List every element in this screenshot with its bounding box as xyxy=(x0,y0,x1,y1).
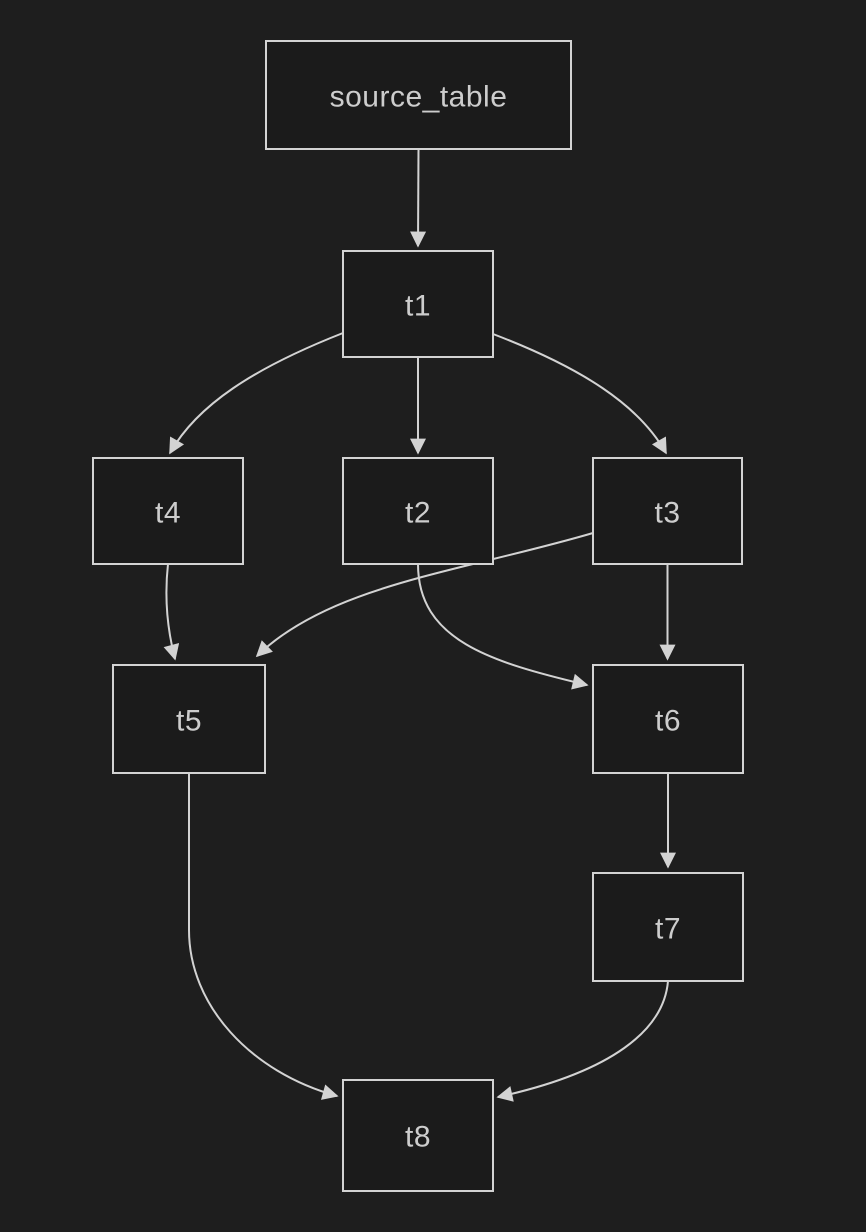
node-t2-box xyxy=(342,457,494,565)
node-t4-box xyxy=(92,457,244,565)
node-t2-label: t2 xyxy=(405,497,431,530)
node-t2[interactable]: t2 xyxy=(342,457,494,565)
node-t3-box xyxy=(592,457,743,565)
node-t4[interactable]: t4 xyxy=(92,457,244,565)
edge-source_table-t1 xyxy=(410,148,427,248)
node-t6[interactable]: t6 xyxy=(592,664,744,774)
node-t3[interactable]: t3 xyxy=(592,457,743,565)
node-t6-box xyxy=(592,664,744,774)
node-t1-box xyxy=(342,250,494,358)
node-t1[interactable]: t1 xyxy=(342,250,494,358)
edge-t3-t5 xyxy=(255,532,594,658)
node-source_table-box xyxy=(265,40,572,150)
edge-t7-t8 xyxy=(496,980,669,1102)
node-t5-label: t5 xyxy=(176,705,202,738)
edge-t1-t4 xyxy=(169,332,344,455)
edge-t2-t6 xyxy=(417,563,589,690)
node-t8[interactable]: t8 xyxy=(342,1079,494,1192)
node-t3-label: t3 xyxy=(654,497,680,530)
edge-t1-t3 xyxy=(492,333,667,455)
node-t4-label: t4 xyxy=(155,497,181,530)
node-t7[interactable]: t7 xyxy=(592,872,744,982)
node-t1-label: t1 xyxy=(405,290,431,323)
edge-t4-t5 xyxy=(163,563,180,661)
node-t6-label: t6 xyxy=(655,705,681,738)
node-t7-label: t7 xyxy=(655,913,681,946)
node-t5-box xyxy=(112,664,266,774)
edge-t5-t8 xyxy=(188,773,339,1100)
node-t8-label: t8 xyxy=(405,1121,431,1154)
node-source_table-label: source_table xyxy=(330,81,508,114)
node-layer: source_table t1 t4 t2 t3 t5 t6 t xyxy=(92,40,744,1192)
node-t7-box xyxy=(592,872,744,982)
node-source_table[interactable]: source_table xyxy=(265,40,572,150)
node-t8-box xyxy=(342,1079,494,1192)
node-t5[interactable]: t5 xyxy=(112,664,266,774)
edge-layer xyxy=(163,148,676,1102)
